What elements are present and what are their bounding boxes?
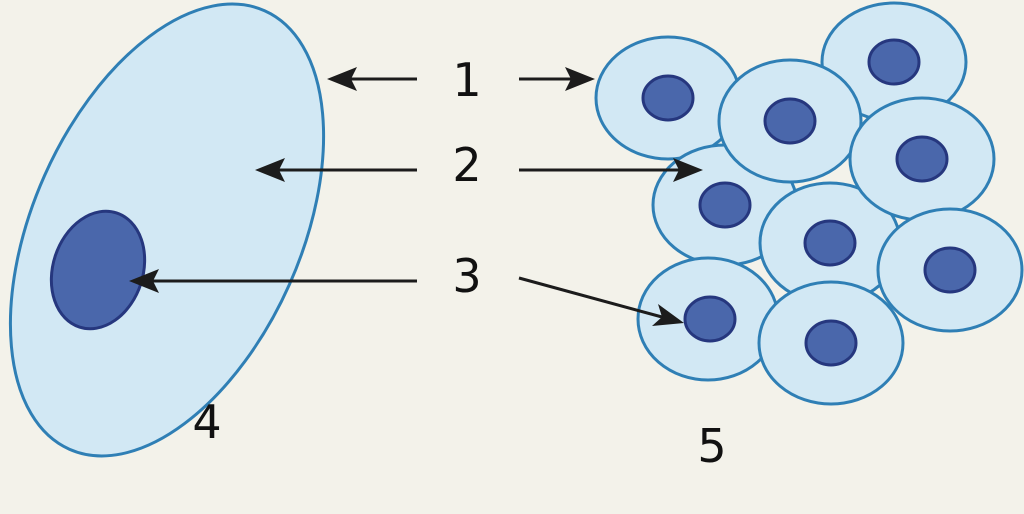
arrow-2-right <box>519 158 703 182</box>
cluster-cell-nucleus <box>763 97 817 145</box>
arrow-2-left <box>255 158 417 182</box>
cluster-cell <box>876 207 1024 333</box>
cluster-cell-nucleus <box>698 181 752 229</box>
cluster-cell-nucleus <box>804 319 858 367</box>
cluster-cell <box>848 96 996 222</box>
cluster-cell-nucleus <box>803 219 857 267</box>
label-cytoplasm: 2 <box>452 138 481 192</box>
label-single-cell: 4 <box>192 395 221 449</box>
cluster-cell-nucleus <box>895 135 949 183</box>
cluster-cell <box>594 35 742 161</box>
cluster-cell-nucleus <box>641 74 695 122</box>
arrow-1-right <box>519 67 595 91</box>
cluster-cell-nucleus <box>867 38 921 86</box>
arrow-3-left <box>129 269 417 293</box>
cluster-cell-nucleus <box>683 295 737 343</box>
cluster-cell <box>636 256 780 382</box>
label-membrane: 1 <box>452 53 481 107</box>
arrow-1-left <box>327 67 417 91</box>
label-cell-cluster: 5 <box>697 419 726 473</box>
arrows <box>129 67 703 326</box>
cluster-cell <box>717 58 863 184</box>
cluster-cell <box>820 1 968 123</box>
cluster-cell-nucleus <box>923 246 977 294</box>
single-cell-membrane <box>8 2 326 458</box>
cell-cluster <box>594 1 1024 406</box>
arrow-3-right <box>518 276 684 326</box>
cluster-cell <box>757 280 905 406</box>
label-nucleus: 3 <box>452 249 481 303</box>
